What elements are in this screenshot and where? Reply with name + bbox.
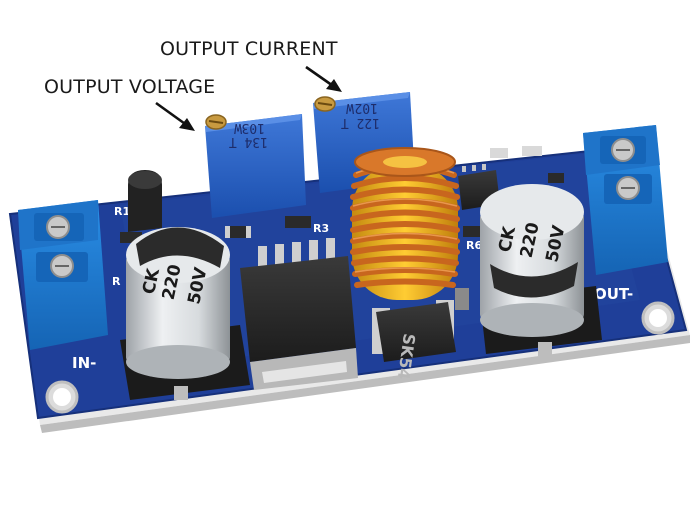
current-pot-series: 122 T: [341, 115, 380, 130]
smd-components: [120, 146, 564, 310]
current-pot-mark: W: [346, 100, 354, 115]
silk-r1: R1: [114, 205, 130, 218]
silk-r6: R6: [466, 239, 482, 252]
output-voltage-annotation: OUTPUT VOLTAGE: [44, 76, 216, 98]
voltage-pot-series: 134 T: [229, 134, 268, 149]
output-terminal-block: [583, 125, 668, 275]
output-label: OUT-: [594, 285, 633, 303]
arrow-to-current-pot: [305, 65, 342, 92]
power-inductor: [350, 147, 460, 300]
transistor: [128, 170, 162, 232]
regulator-ic: [240, 238, 358, 390]
current-pot-code: 102: [355, 100, 378, 115]
arrow-to-voltage-pot: [155, 101, 195, 131]
voltage-pot-code: 103: [242, 120, 265, 135]
silk-r: R: [112, 275, 121, 288]
output-current-annotation: OUTPUT CURRENT: [160, 38, 338, 60]
silk-r3: R3: [313, 222, 329, 235]
output-capacitor: CK 220 50V: [480, 184, 602, 356]
input-label: IN-: [72, 354, 96, 372]
schottky-diode: SK54: [372, 300, 456, 381]
input-terminal-block: [18, 200, 108, 350]
voltage-pot-mark: W: [234, 120, 242, 135]
voltage-potentiometer: 103 134 T W: [205, 114, 306, 218]
input-capacitor: CK 220 50V: [120, 227, 250, 400]
